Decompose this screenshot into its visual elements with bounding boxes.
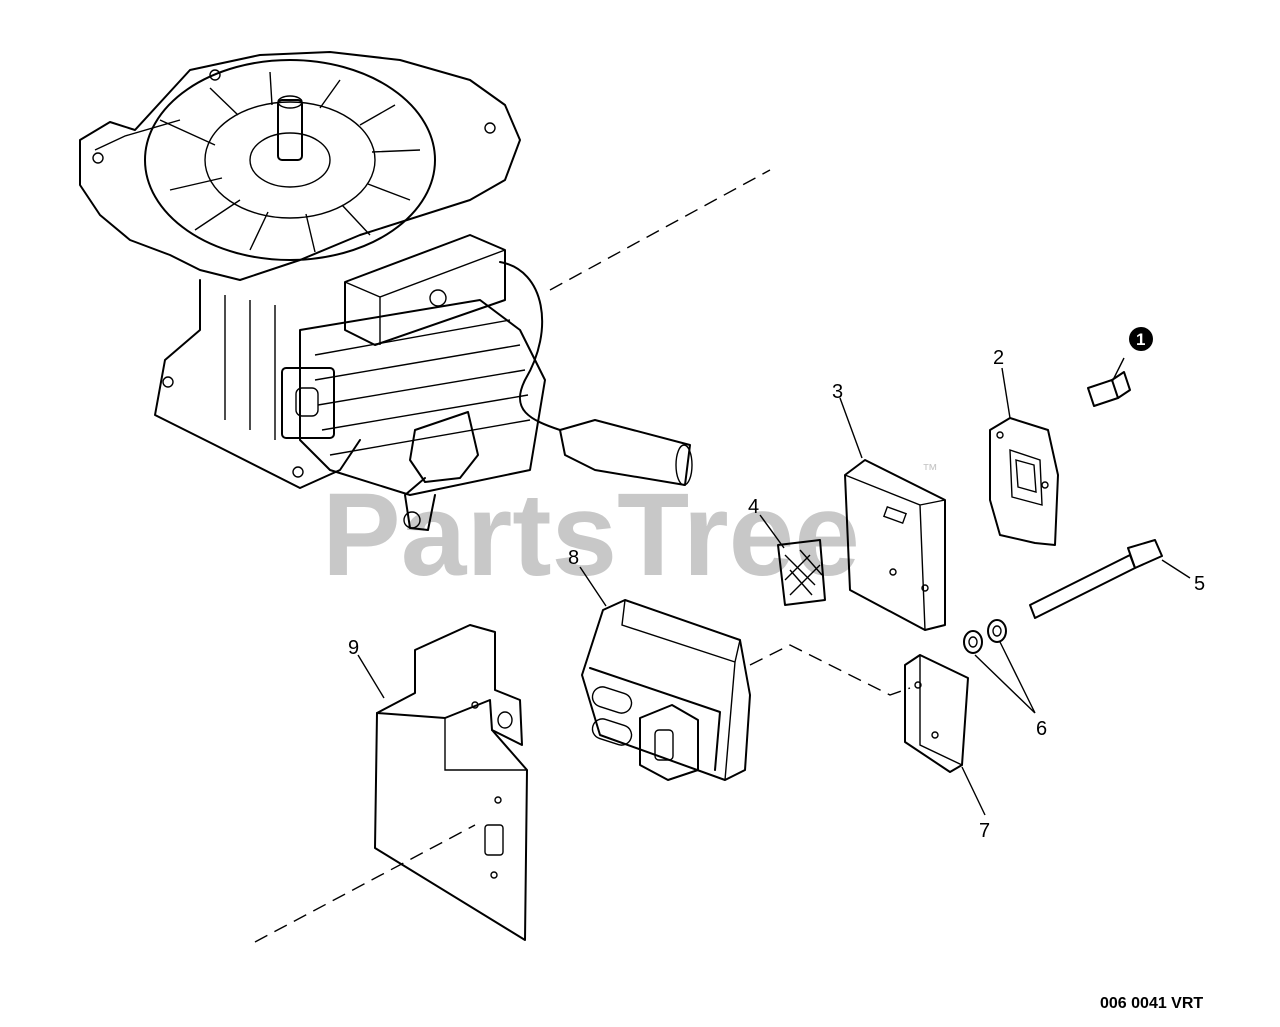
- callout-6: 6: [1036, 718, 1047, 740]
- part-1-screw: [1087, 371, 1131, 407]
- alignment-line-muffler: [749, 644, 911, 696]
- alignment-line-deflector: [254, 824, 476, 943]
- engine-assembly: [79, 51, 693, 531]
- part-6-washers: [963, 619, 1007, 654]
- part-9-deflector: [374, 624, 528, 941]
- callout-7: 7: [979, 820, 990, 842]
- leader-4: [759, 514, 785, 549]
- watermark-trademark: ™: [922, 462, 938, 479]
- watermark-text: PartsTree: [322, 469, 860, 601]
- leader-5: [1161, 559, 1191, 579]
- part-2-plate: [989, 417, 1059, 546]
- part-8-muffler: [581, 599, 751, 781]
- callout-5: 5: [1194, 573, 1205, 595]
- part-7-gasket: [904, 654, 969, 773]
- leader-3: [839, 397, 863, 459]
- part-5-bolt: [1029, 539, 1163, 619]
- reference-code: 006 0041 VRT: [1100, 995, 1203, 1012]
- callout-8: 8: [568, 547, 579, 569]
- callout-2: 2: [993, 347, 1004, 369]
- leader-8: [579, 566, 607, 607]
- leader-9: [357, 654, 385, 699]
- callout-4: 4: [748, 496, 759, 518]
- part-3-cover: [844, 459, 946, 631]
- leader-6: [974, 641, 1036, 714]
- leader-7: [961, 766, 986, 816]
- alignment-line-engine: [549, 169, 771, 291]
- kit-marker-label: 1: [1136, 330, 1145, 349]
- leader-2: [1001, 367, 1011, 419]
- kit-marker-badge: [1129, 327, 1153, 351]
- callout-9: 9: [348, 637, 359, 659]
- callout-3: 3: [832, 381, 843, 403]
- part-4-screen: [777, 539, 826, 606]
- leader-1: [1111, 357, 1125, 383]
